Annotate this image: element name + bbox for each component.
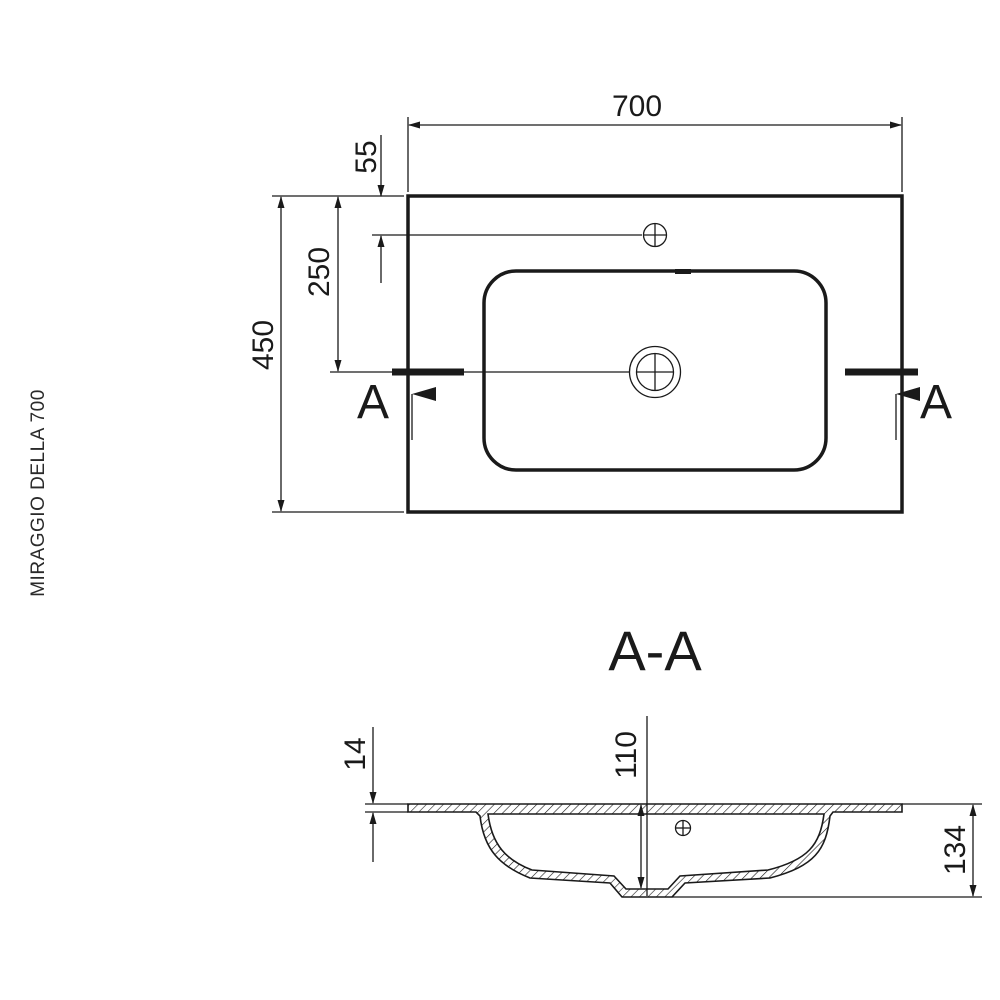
overflow-slot [675,269,691,274]
overflow-hole-icon [674,819,692,837]
width-dimension: 700 [407,90,903,192]
section-marker-right: A [845,368,952,440]
section-view: 14 110 134 [339,716,982,898]
basin-profile [407,803,903,898]
drain-icon [628,345,682,399]
total-height-label: 134 [939,825,972,875]
basin-outline [406,194,904,514]
width-label: 700 [612,90,662,123]
top-view: 700 450 250 55 A [247,90,952,514]
bowl-outline [482,269,828,472]
bowl-depth-dimension: 110 [610,716,648,896]
total-height-dimension: 134 [672,803,982,898]
product-name: MIRAGGIO DELLA 700 [28,389,49,597]
rim-thickness-label: 14 [339,737,372,770]
depth-dimension: 450 [247,195,404,513]
bowl-depth-label: 110 [610,731,643,779]
tap-hole-offset-label: 55 [350,140,383,173]
drain-offset-label: 250 [303,247,336,297]
rim-thickness-dimension: 14 [339,727,408,862]
section-letter-left: A [357,376,389,429]
depth-label: 450 [247,320,280,370]
tap-hole-offset-dimension: 55 [350,135,642,283]
tap-hole-icon [642,222,668,248]
section-marker-left: A [357,368,464,440]
drain-offset-dimension: 250 [303,196,629,373]
section-title: A-A [608,619,702,682]
section-letter-right: A [920,376,952,429]
